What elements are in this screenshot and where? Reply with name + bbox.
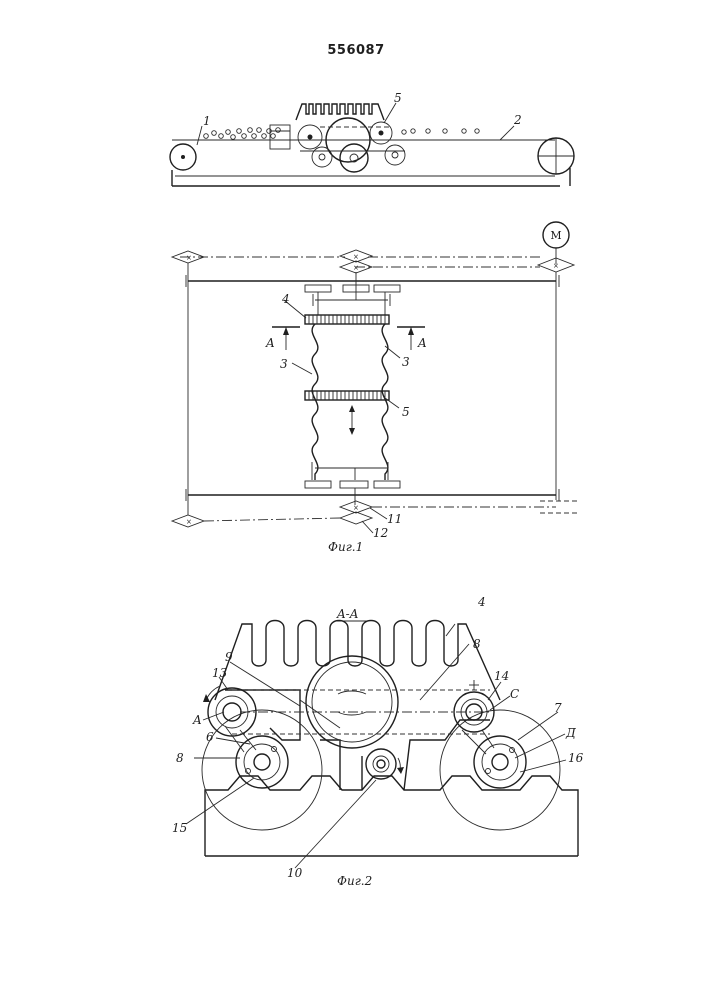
section-marker-a-right: A bbox=[417, 336, 427, 350]
fig2-label-10: 10 bbox=[287, 866, 303, 880]
fig1-label-3-right: 3 bbox=[402, 355, 410, 369]
section-marker-a-left: A bbox=[265, 336, 275, 350]
fig1-label-4: 4 bbox=[281, 292, 290, 306]
screw-3-left bbox=[312, 324, 318, 480]
svg-text:×: × bbox=[353, 253, 359, 261]
fig1-caption: Фиг.1 bbox=[328, 540, 363, 554]
fig1-label-11: 11 bbox=[387, 512, 402, 526]
section-title: A-A bbox=[336, 607, 359, 621]
fig2-label-9: 9 bbox=[225, 650, 233, 664]
fig2-label-13: 13 bbox=[212, 666, 228, 680]
svg-text:×: × bbox=[553, 262, 559, 270]
fig2-label-8-top: 8 bbox=[473, 637, 481, 651]
fig2-label-8-left: 8 bbox=[176, 751, 184, 765]
svg-text:×: × bbox=[353, 504, 359, 512]
section-a-a-view bbox=[186, 621, 578, 869]
fig2-point-d: Д bbox=[565, 726, 576, 740]
fig1-label-5: 5 bbox=[402, 405, 410, 419]
fig2-label-15: 15 bbox=[172, 821, 187, 835]
motor-label: M bbox=[550, 229, 561, 242]
roller-10 bbox=[366, 749, 396, 779]
fig2-point-a: A bbox=[192, 713, 202, 727]
gear-pair-bottom-center: × bbox=[340, 501, 372, 524]
fig1-label-2: 2 bbox=[513, 113, 522, 127]
kinematic-scheme: × × × × bbox=[172, 222, 580, 533]
upper-comb-rack bbox=[215, 621, 500, 701]
svg-text:×: × bbox=[186, 518, 192, 526]
gear-pair-bottom-left: × bbox=[172, 515, 204, 527]
rack-5-middle bbox=[305, 391, 389, 400]
material-particles-left bbox=[204, 128, 281, 140]
fig1-label-12: 12 bbox=[373, 526, 388, 540]
rack-comb-small bbox=[296, 104, 384, 120]
fig2-caption: Фиг.2 bbox=[337, 874, 372, 888]
housing-body bbox=[225, 690, 490, 790]
svg-text:×: × bbox=[353, 264, 359, 272]
fig2-label-16: 16 bbox=[568, 751, 584, 765]
rack-4-top bbox=[305, 315, 389, 324]
fig1-label-1: 1 bbox=[203, 114, 211, 128]
fig1-label-3-left: 3 bbox=[280, 357, 288, 371]
fig2-point-c: C bbox=[510, 687, 519, 701]
material-particles-right bbox=[402, 129, 479, 134]
patent-number: 556087 bbox=[327, 43, 384, 58]
fig1-label-5-top: 5 bbox=[394, 91, 402, 105]
fig2-label-14: 14 bbox=[494, 669, 509, 683]
fig2-label-7: 7 bbox=[554, 701, 562, 715]
svg-text:×: × bbox=[186, 254, 192, 262]
gear-pair-top-center: × × bbox=[340, 250, 372, 273]
fig2-label-4: 4 bbox=[477, 595, 486, 609]
fig2-label-6: 6 bbox=[206, 730, 214, 744]
